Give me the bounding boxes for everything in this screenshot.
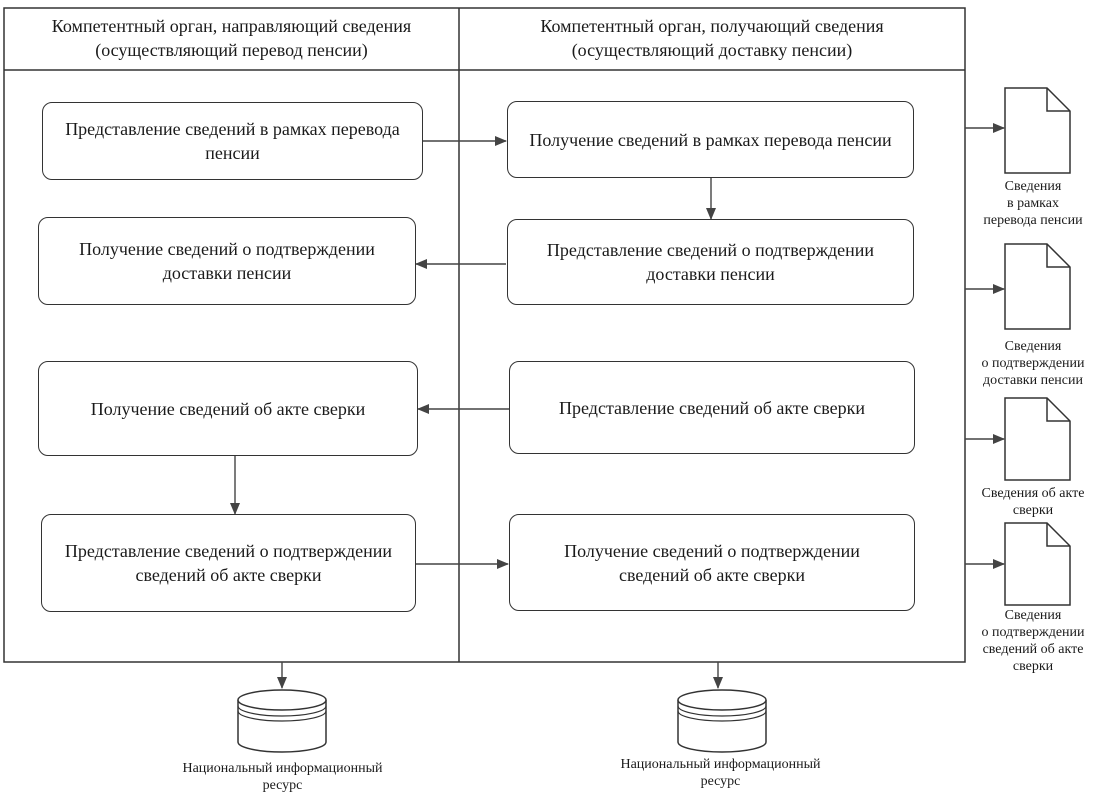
step-send-delivery-confirmation: Представление сведений о подтверждении д… [507,219,914,305]
database-icon [237,689,327,753]
lane-title-receiver: Компетентный орган, получающий сведения … [540,16,884,60]
step-receive-reconciliation-act: Получение сведений об акте сверки [38,361,418,456]
step-receive-reconciliation-confirmation: Получение сведений о подтверждении сведе… [509,514,915,611]
document-label-reconciliation-act: Сведения об акте сверки [981,486,1085,518]
step-send-transfer-info: Представление сведений в рамках перевода… [42,102,423,180]
document-label-transfer-info: Сведения в рамках перевода пенсии [983,179,1083,228]
database-icon [677,689,767,753]
document-icon [1004,243,1071,330]
resource-label-sender: Национальный информационный ресурс [182,761,383,793]
document-icon [1004,87,1071,174]
step-send-reconciliation-confirmation: Представление сведений о подтверждении с… [41,514,416,612]
document-icon [1004,522,1071,606]
step-receive-transfer-info: Получение сведений в рамках перевода пен… [507,101,914,178]
step-receive-delivery-confirmation: Получение сведений о подтверждении доста… [38,217,416,305]
document-icon [1004,397,1071,481]
document-label-reconciliation-confirmation: Сведения о подтверждении сведений об акт… [981,608,1085,674]
swimlane-frame [3,7,966,663]
lane-title-sender: Компетентный орган, направляющий сведени… [51,16,412,60]
resource-label-receiver: Национальный информационный ресурс [620,757,821,789]
document-label-delivery-confirmation: Сведения о подтверждении доставки пенсии [981,339,1085,388]
step-send-reconciliation-act: Представление сведений об акте сверки [509,361,915,454]
